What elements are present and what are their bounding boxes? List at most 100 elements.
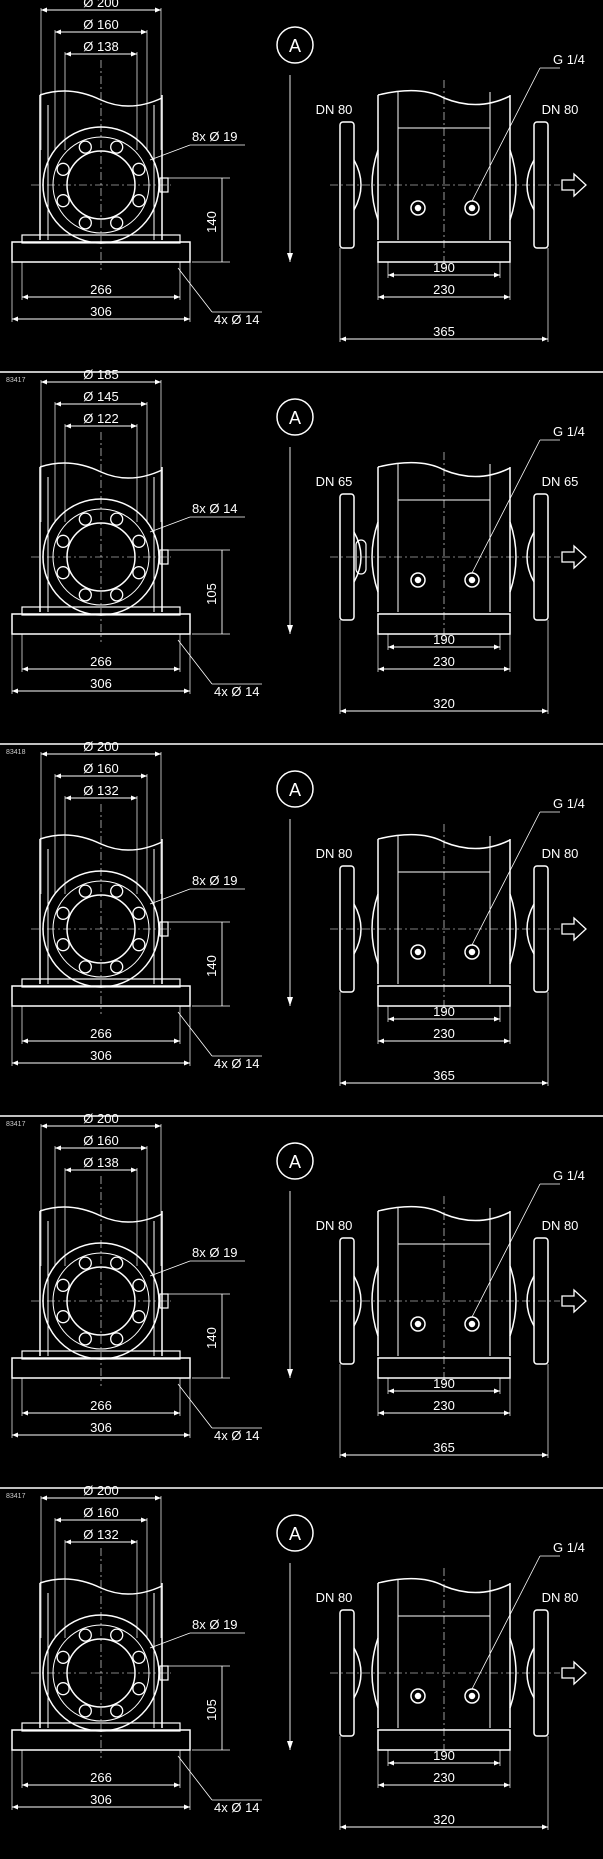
bolt-hole [78, 216, 92, 230]
bolt-hole [110, 1704, 124, 1718]
side-base [377, 241, 511, 263]
gauge-port-right-core [468, 1692, 476, 1700]
bolt-hole [132, 534, 146, 548]
view-marker-circle [276, 770, 314, 808]
dn-right-label: DN 80 [542, 1218, 579, 1233]
dn-right-label: DN 65 [542, 474, 579, 489]
port-label: G 1/4 [553, 52, 585, 67]
base-outer-dim-label: 306 [90, 1048, 112, 1063]
sight-window [355, 539, 367, 575]
bolt-hole [110, 1332, 124, 1346]
view-marker-label: A [289, 780, 301, 800]
bolt-hole [110, 1256, 124, 1270]
bolt-hole [110, 512, 124, 526]
gauge-port-left-core [414, 576, 422, 584]
dn-right-label: DN 80 [542, 102, 579, 117]
bolt-hole [78, 140, 92, 154]
width-dim-1-label: 190 [433, 1748, 455, 1763]
drawing-code: 83418 [6, 749, 26, 756]
diameter-dim-3-label: Ø 132 [83, 783, 118, 798]
port-leader-line [471, 1555, 541, 1690]
view-marker-circle [276, 1142, 314, 1180]
view-marker-circle [276, 1514, 314, 1552]
right-nozzle [509, 149, 535, 221]
bolt-hole [110, 960, 124, 974]
bolt-callout: 8x Ø 19 [192, 873, 238, 888]
diameter-dim-1-label: Ø 200 [83, 1111, 118, 1126]
bolt-hole [56, 1310, 70, 1324]
flow-direction-arrow [561, 544, 587, 570]
port-label: G 1/4 [553, 796, 585, 811]
dn-right-label: DN 80 [542, 1590, 579, 1605]
width-dim-2-label: 230 [433, 1026, 455, 1041]
feet-callout: 4x Ø 14 [214, 684, 260, 699]
port-label: G 1/4 [553, 1168, 585, 1183]
left-nozzle [353, 149, 379, 221]
port-label: G 1/4 [553, 1540, 585, 1555]
side-boss [159, 549, 169, 565]
diameter-dim-1-label: Ø 200 [83, 1483, 118, 1498]
base-outer-dim-label: 306 [90, 676, 112, 691]
base-inner-dim-label: 266 [90, 1026, 112, 1041]
bolt-hole [132, 938, 146, 952]
dn-left-label: DN 80 [316, 1590, 353, 1605]
leader-line [149, 888, 191, 905]
bolt-hole [56, 534, 70, 548]
width-dim-1-label: 190 [433, 1004, 455, 1019]
bolt-hole [132, 1310, 146, 1324]
base-outer-dim-label: 306 [90, 304, 112, 319]
leader-line [177, 267, 213, 313]
gauge-port-left-core [414, 948, 422, 956]
gauge-port-right-core [468, 576, 476, 584]
housing-inner-wall [47, 849, 155, 984]
leader-line [177, 639, 213, 685]
view-marker-label: A [289, 408, 301, 428]
right-nozzle [509, 893, 535, 965]
leader-line [177, 1011, 213, 1057]
housing-inner-wall [47, 105, 155, 240]
right-flange [533, 493, 549, 621]
left-flange [339, 865, 355, 993]
leader-line [149, 516, 191, 533]
side-boss [159, 1293, 169, 1309]
view-marker-label: A [289, 1524, 301, 1544]
diameter-dim-3-label: Ø 122 [83, 411, 118, 426]
diameter-dim-1-label: Ø 185 [83, 367, 118, 382]
bolt-hole [56, 1278, 70, 1292]
base-inner-dim-label: 266 [90, 1770, 112, 1785]
width-dim-3-label: 320 [433, 696, 455, 711]
leader-line [149, 1632, 191, 1649]
view-marker-label: A [289, 36, 301, 56]
height-dim-label: 105 [204, 583, 219, 605]
left-nozzle [353, 521, 379, 593]
dn-left-label: DN 65 [316, 474, 353, 489]
bolt-hole [56, 906, 70, 920]
bolt-hole [110, 140, 124, 154]
diameter-dim-3-label: Ø 132 [83, 1527, 118, 1542]
bolt-hole [78, 1704, 92, 1718]
flow-direction-arrow [561, 172, 587, 198]
flow-direction-arrow [561, 1288, 587, 1314]
leader-line [177, 1383, 213, 1429]
left-flange [339, 121, 355, 249]
view-direction-arrow [287, 253, 293, 262]
right-nozzle [509, 521, 535, 593]
left-nozzle [353, 893, 379, 965]
bolt-hole [110, 216, 124, 230]
side-boss [159, 177, 169, 193]
diameter-dim-1-label: Ø 200 [83, 0, 118, 10]
bolt-hole [110, 884, 124, 898]
left-flange [339, 1609, 355, 1737]
drawing-code: 83417 [6, 1493, 26, 1500]
left-flange [339, 1237, 355, 1365]
bolt-callout: 8x Ø 19 [192, 1617, 238, 1632]
gauge-port-left [410, 200, 426, 216]
